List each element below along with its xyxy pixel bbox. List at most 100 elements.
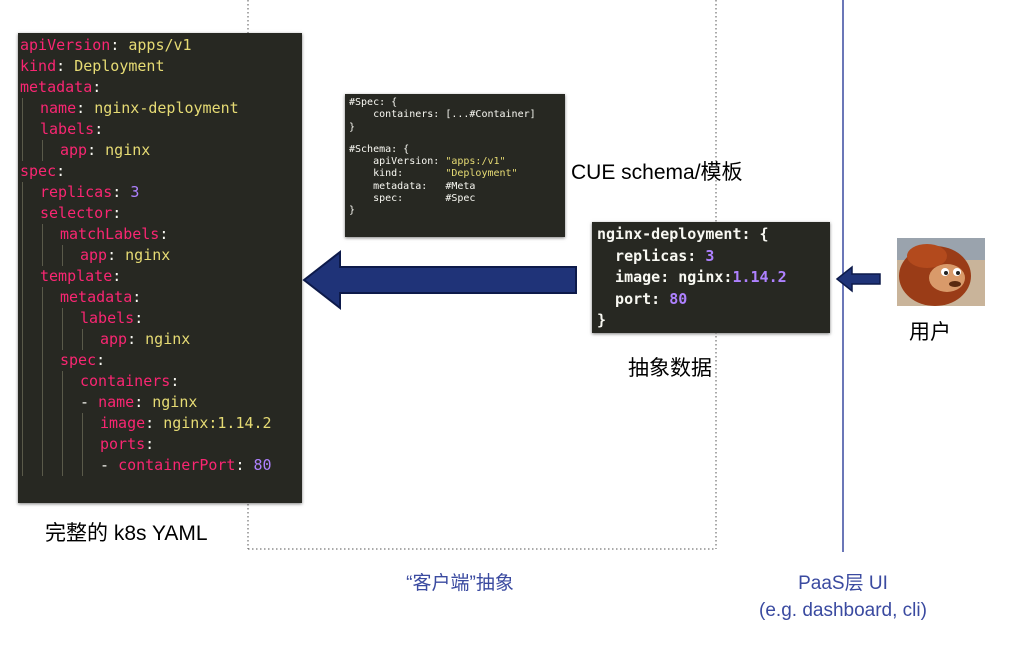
code-token: metadata — [60, 288, 133, 306]
code-line: #Schema: { — [349, 144, 561, 156]
indent-guide — [22, 455, 23, 476]
indent-guide — [42, 371, 43, 392]
code-token: : — [145, 414, 164, 432]
yaml-line: apiVersion: apps/v1 — [18, 35, 302, 56]
indent-guide — [62, 329, 63, 350]
code-token: apiVersion: — [349, 156, 446, 168]
indent-guide — [42, 392, 43, 413]
code-line: spec: #Spec — [349, 193, 561, 205]
code-token: : — [112, 267, 122, 285]
code-token: spec — [60, 351, 97, 369]
yaml-line: kind: Deployment — [18, 56, 302, 77]
yaml-line: app: nginx — [18, 245, 302, 266]
code-token: } — [349, 121, 356, 133]
code-token: : — [76, 99, 95, 117]
indent-guide — [22, 329, 23, 350]
abstract-data-code-block: nginx-deployment: { replicas: 3 image: n… — [592, 222, 830, 333]
code-line: image: nginx:1.14.2 — [597, 267, 825, 289]
code-line: port: 80 — [597, 289, 825, 311]
code-token: metadata — [20, 78, 93, 96]
indent-guide — [62, 308, 63, 329]
code-token: : — [87, 141, 106, 159]
yaml-line: replicas: 3 — [18, 182, 302, 203]
indent-guide — [22, 140, 23, 161]
paas-ui-label-line1: PaaS层 UI — [798, 573, 888, 594]
code-token: - — [80, 393, 99, 411]
code-token: image: nginx: — [597, 268, 733, 286]
yaml-line: labels: — [18, 308, 302, 329]
code-token: : — [96, 351, 106, 369]
code-token: 3 — [130, 183, 140, 201]
indent-guide — [42, 245, 43, 266]
code-token: template — [40, 267, 113, 285]
code-line: } — [349, 122, 561, 134]
indent-guide — [42, 329, 43, 350]
code-token: matchLabels — [60, 225, 160, 243]
code-token: - — [100, 456, 119, 474]
code-token: : — [132, 288, 142, 306]
indent-guide — [22, 350, 23, 371]
indent-guide — [22, 434, 23, 455]
code-token: containerPort — [118, 456, 236, 474]
code-token: #Schema: { — [349, 143, 410, 155]
code-token: } — [349, 205, 356, 217]
code-token: metadata: #Meta — [349, 180, 476, 192]
cue-schema-code-block: #Spec: { containers: [...#Container]} #Sc… — [345, 94, 565, 237]
code-token: nginx — [125, 246, 171, 264]
indent-guide — [42, 455, 43, 476]
indent-guide — [22, 98, 23, 119]
code-token: name — [98, 393, 135, 411]
code-token: : — [112, 204, 122, 222]
code-line: kind: "Deployment" — [349, 168, 561, 180]
code-token: : — [134, 393, 153, 411]
code-token: : — [145, 435, 155, 453]
code-token: spec — [20, 162, 57, 180]
code-token: 3 — [705, 246, 715, 265]
indent-guide — [42, 287, 43, 308]
code-token: #Spec: { — [349, 97, 398, 108]
indent-guide — [82, 329, 83, 350]
code-token: : — [56, 57, 75, 75]
code-token: labels — [80, 309, 135, 327]
yaml-line: selector: — [18, 203, 302, 224]
code-token: : — [112, 183, 131, 201]
code-line: replicas: 3 — [597, 246, 825, 268]
indent-guide — [22, 287, 23, 308]
code-line: } — [349, 205, 561, 217]
code-token: nginx-deployment: { — [597, 225, 769, 243]
code-token: ports — [100, 435, 146, 453]
yaml-line: - name: nginx — [18, 392, 302, 413]
yaml-line: ports: — [18, 434, 302, 455]
yaml-line: template: — [18, 266, 302, 287]
code-token: : — [159, 225, 169, 243]
user-input-arrow-icon — [835, 265, 881, 293]
indent-guide — [22, 266, 23, 287]
indent-guide — [62, 455, 63, 476]
indent-guide — [22, 182, 23, 203]
indent-guide — [82, 434, 83, 455]
indent-guide — [62, 434, 63, 455]
indent-guide — [22, 392, 23, 413]
code-line: apiVersion: "apps:/v1" — [349, 156, 561, 168]
code-line — [349, 134, 561, 144]
code-token: "Deployment" — [445, 168, 518, 180]
yaml-line: matchLabels: — [18, 224, 302, 245]
yaml-line: spec: — [18, 161, 302, 182]
indent-guide — [42, 350, 43, 371]
code-token: containers — [80, 372, 171, 390]
code-token: Deployment — [74, 57, 165, 75]
indent-guide — [22, 371, 23, 392]
yaml-line: - containerPort: 80 — [18, 455, 302, 476]
code-line: nginx-deployment: { — [597, 224, 825, 246]
paas-ui-label: PaaS层 UI (e.g. dashboard, cli) — [728, 570, 958, 624]
indent-guide — [42, 413, 43, 434]
code-token: : — [92, 78, 102, 96]
code-token: 1.14.2 — [732, 268, 787, 286]
paas-ui-label-line2: (e.g. dashboard, cli) — [759, 600, 927, 621]
code-token: kind — [20, 57, 57, 75]
indent-guide — [42, 140, 43, 161]
code-token: app — [60, 141, 88, 159]
code-token: image — [100, 414, 146, 432]
code-line: containers: [...#Container] — [349, 109, 561, 121]
indent-guide — [62, 392, 63, 413]
